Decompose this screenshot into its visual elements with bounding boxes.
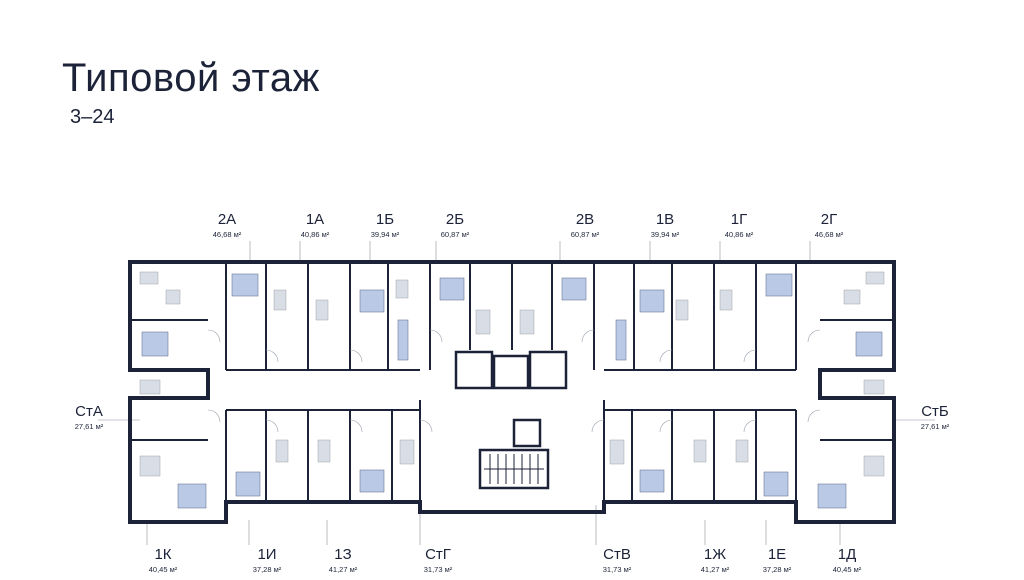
unit-label-2B: 2Б 60,87 м²	[440, 211, 470, 239]
unit-label-1G: 1Г 40,86 м²	[724, 211, 754, 239]
unit-label-1D: 1Д 40,45 м²	[832, 546, 862, 574]
unit-label-StA: СтА 27,61 м²	[74, 403, 104, 431]
unit-label-1K: 1К 40,45 м²	[148, 546, 178, 574]
interior-walls	[130, 262, 894, 502]
unit-label-1I: 1И 37,28 м²	[252, 546, 282, 574]
unit-label-2A: 2А 46,68 м²	[212, 211, 242, 239]
unit-label-1Z: 1З 41,27 м²	[328, 546, 358, 574]
door-swings	[207, 329, 821, 433]
floor-range: 3–24	[70, 106, 115, 128]
leader-lines	[98, 241, 935, 545]
unit-label-1E: 1Е 37,28 м²	[762, 546, 792, 574]
page-title: Типовой этаж	[62, 56, 320, 100]
unit-label-StV: СтВ 31,73 м²	[602, 546, 632, 574]
building-core	[454, 350, 568, 490]
furniture	[139, 271, 885, 477]
unit-label-1A: 1А 40,86 м²	[300, 211, 330, 239]
unit-label-1V: 1В 39,94 м²	[650, 211, 680, 239]
unit-label-2V: 2В 60,87 м²	[570, 211, 600, 239]
unit-label-StG: СтГ 31,73 м²	[423, 546, 453, 574]
unit-label-1Zh: 1Ж 41,27 м²	[700, 546, 730, 574]
unit-label-StB: СтБ 27,61 м²	[920, 403, 950, 431]
bedroom-furniture	[141, 273, 883, 509]
unit-label-1B: 1Б 39,94 м²	[370, 211, 400, 239]
unit-label-2G: 2Г 46,68 м²	[814, 211, 844, 239]
